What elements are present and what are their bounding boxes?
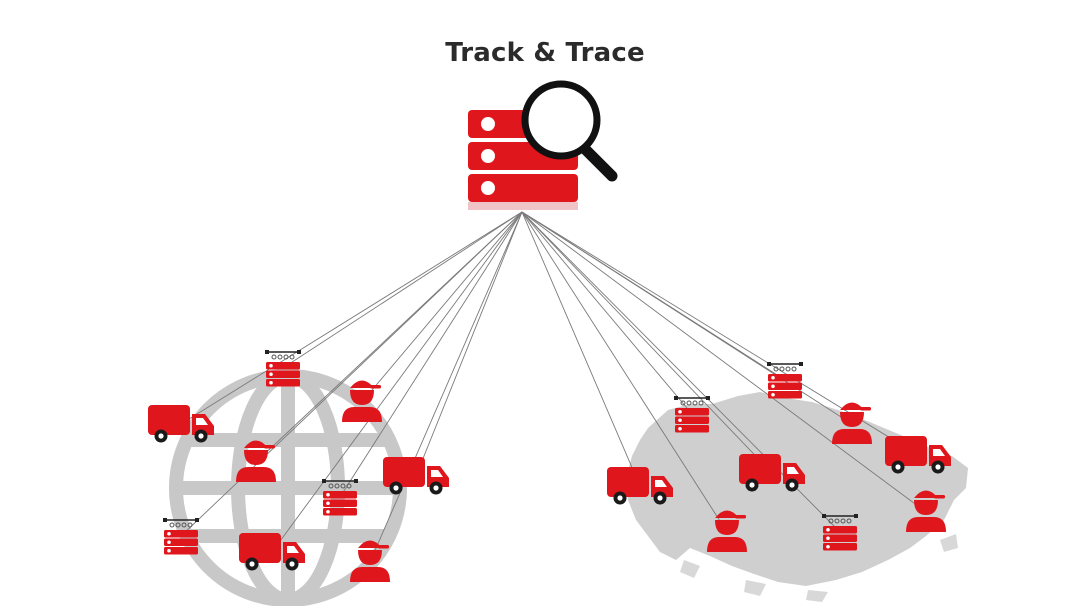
server-icon <box>322 479 358 516</box>
server-icon <box>163 518 199 555</box>
courier-icon <box>236 440 276 482</box>
courier-icon <box>832 402 872 444</box>
server-magnifier-icon <box>468 80 618 210</box>
server-icon <box>767 362 803 399</box>
truck-icon <box>239 533 305 571</box>
truck-icon <box>607 467 673 505</box>
truck-icon <box>383 457 449 495</box>
network-nodes <box>148 350 951 582</box>
central-hub <box>468 80 618 210</box>
courier-icon <box>707 510 747 552</box>
server-icon <box>265 350 301 387</box>
courier-icon <box>350 540 390 582</box>
truck-icon <box>885 436 951 474</box>
server-icon <box>822 514 858 551</box>
truck-icon <box>739 454 805 492</box>
truck-icon <box>148 405 214 443</box>
diagram-title: Track & Trace <box>445 38 645 68</box>
courier-icon <box>342 380 382 422</box>
courier-icon <box>906 490 946 532</box>
server-icon <box>674 396 710 433</box>
